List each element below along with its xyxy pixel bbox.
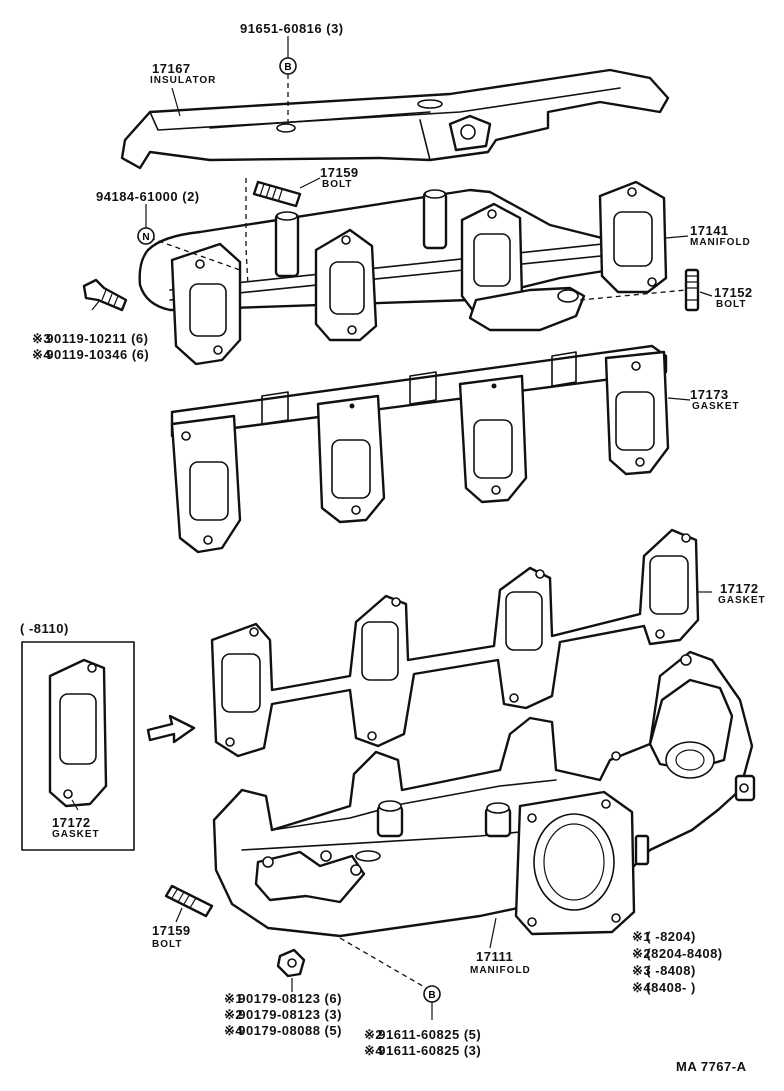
part-90119-10211-number: 90119-10211 (6) <box>46 331 149 346</box>
mark-2: ※2 <box>224 1007 244 1022</box>
callout-n-letter: N <box>142 232 149 243</box>
legend-row-4: ※4(8408- ) <box>632 981 774 994</box>
nut-90179-drawing <box>276 948 306 978</box>
part-90179-08088-number: 90179-08088 (5) <box>238 1023 342 1038</box>
part-17141-number: 17141 <box>690 223 729 238</box>
part-94184-label: 94184-61000 (2) <box>96 189 200 204</box>
mark-1: ※1 <box>224 991 244 1006</box>
diagram-id: MA 7767-A <box>676 1059 747 1074</box>
legend-row-3: ※3( -8408) <box>632 964 774 977</box>
part-17173-number: 17173 <box>690 387 729 402</box>
part-91611-5-number: 91611-60825 (5) <box>378 1027 482 1042</box>
manifold-17141-drawing <box>138 180 668 366</box>
part-90179-08123-6-label: ※190179-08123 (6) <box>224 992 342 1005</box>
bolt-90119-drawing <box>82 278 128 312</box>
part-90119-10346-number: 90119-10346 (6) <box>46 347 150 362</box>
part-17159-bottom-number: 17159 <box>152 923 191 938</box>
mark-4-nut: ※4 <box>224 1023 244 1038</box>
part-17111-number: 17111 <box>476 949 514 964</box>
callout-b-top-letter: B <box>284 62 291 73</box>
part-91611-3-label: ※491611-60825 (3) <box>364 1044 481 1057</box>
mark-4-stud: ※4 <box>364 1043 384 1058</box>
legend-range-3: ( -8408) <box>646 963 696 978</box>
part-90119-10211-label: ※390119-10211 (6) <box>32 332 149 345</box>
legend-row-1: ※1( -8204) <box>632 930 774 943</box>
part-90179-08088-label: ※490179-08088 (5) <box>224 1024 342 1037</box>
inset-part-name: GASKET <box>52 829 100 840</box>
part-90119-10346-label: ※490119-10346 (6) <box>32 348 149 361</box>
manifold-17111-drawing <box>212 650 756 938</box>
bolt-17159-bottom-drawing <box>164 884 214 918</box>
legend: ※1( -8204) ※2(8204-8408) ※3( -8408) ※4(8… <box>632 930 774 994</box>
gasket-17172-drawing <box>210 528 700 758</box>
inset-part-number: 17172 <box>52 815 91 830</box>
part-17152-number: 17152 <box>714 285 753 300</box>
part-90179-08123-3-label: ※290179-08123 (3) <box>224 1008 342 1021</box>
mark-4: ※4 <box>32 347 52 362</box>
legend-row-2: ※2(8204-8408) <box>632 947 774 960</box>
callout-b-bottom: B <box>423 985 441 1003</box>
mark-3: ※3 <box>32 331 52 346</box>
callout-b-bottom-letter: B <box>428 990 435 1001</box>
bolt-17159-top-drawing <box>252 180 302 208</box>
part-90179-08123-3-number: 90179-08123 (3) <box>238 1007 342 1022</box>
insulator-17167-drawing <box>120 68 670 170</box>
part-91651-label: 91651-60816 (3) <box>240 21 344 36</box>
arrow-icon <box>146 714 196 744</box>
legend-range-1: ( -8204) <box>646 929 696 944</box>
legend-range-4: (8408- ) <box>646 980 696 995</box>
part-17172-name: GASKET <box>718 595 766 606</box>
part-17159-top-number: 17159 <box>320 165 359 180</box>
bolt-17152-drawing <box>684 268 700 312</box>
part-17167-name: INSULATOR <box>150 75 217 86</box>
part-17111-name: MANIFOLD <box>470 965 531 976</box>
callout-b-top: B <box>279 57 297 75</box>
part-90179-08123-6-number: 90179-08123 (6) <box>238 991 342 1006</box>
legend-range-2: (8204-8408) <box>646 946 723 961</box>
legend-mark-4: ※4 <box>632 980 652 995</box>
legend-mark-2: ※2 <box>632 946 652 961</box>
part-17159-top-name: BOLT <box>322 179 353 190</box>
mark-2-stud: ※2 <box>364 1027 384 1042</box>
part-17152-name: BOLT <box>716 299 747 310</box>
inset-box <box>21 641 135 851</box>
callout-n: N <box>137 227 155 245</box>
part-17167-number: 17167 <box>152 61 191 76</box>
part-17159-bottom-name: BOLT <box>152 939 183 950</box>
part-91611-5-label: ※291611-60825 (5) <box>364 1028 481 1041</box>
part-17172-number: 17172 <box>720 581 759 596</box>
inset-range: ( -8110) <box>20 621 69 636</box>
part-91611-3-number: 91611-60825 (3) <box>378 1043 482 1058</box>
part-17173-name: GASKET <box>692 401 740 412</box>
legend-mark-1: ※1 <box>632 929 652 944</box>
gasket-17173-drawing <box>170 344 670 554</box>
legend-mark-3: ※3 <box>632 963 652 978</box>
part-17141-name: MANIFOLD <box>690 237 751 248</box>
